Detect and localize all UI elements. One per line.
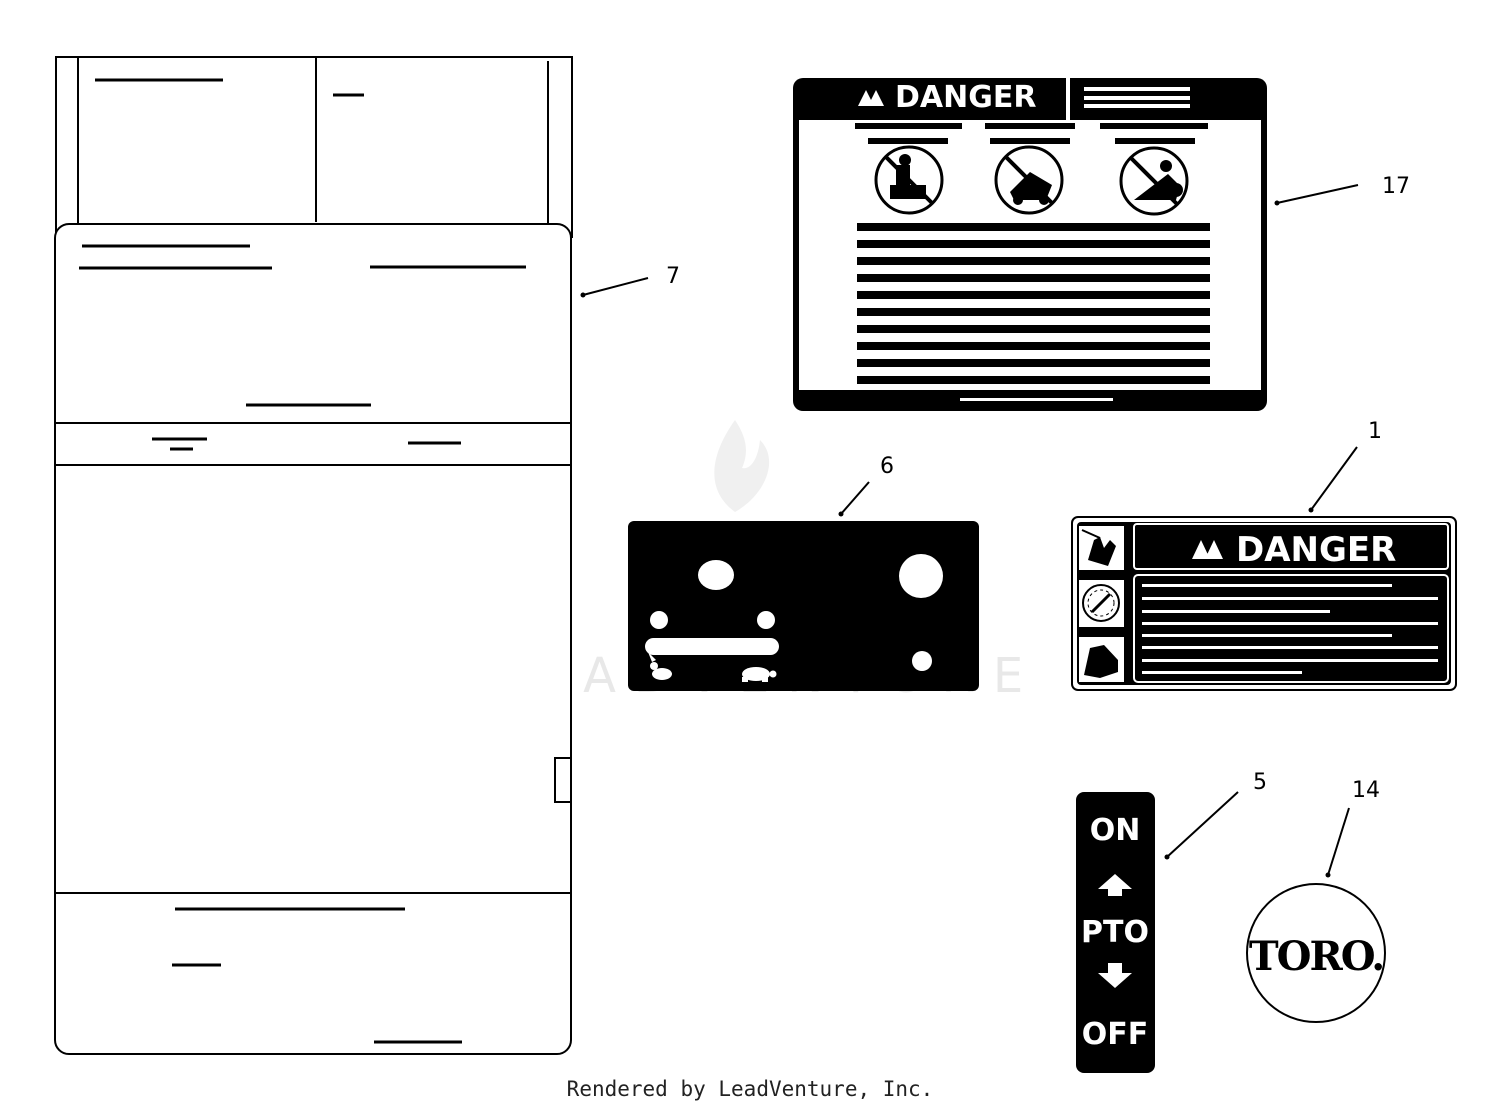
turtle-slow-icon bbox=[742, 667, 777, 682]
no-riding-icon bbox=[874, 145, 944, 215]
callout-6: 6 bbox=[880, 454, 894, 479]
leader-5 bbox=[1164, 791, 1239, 860]
pto-label: PTO bbox=[1081, 915, 1149, 950]
callout-1: 1 bbox=[1368, 419, 1382, 444]
decal-14: TORO. bbox=[1246, 883, 1386, 1023]
decal-5: ON PTO OFF bbox=[1076, 792, 1155, 1073]
callout-5: 5 bbox=[1253, 770, 1267, 795]
arrow-up-icon bbox=[1098, 874, 1132, 896]
decal-1-title: DANGER bbox=[1236, 530, 1396, 570]
leader-1 bbox=[1308, 446, 1358, 513]
decal-17-title: DANGER bbox=[895, 80, 1036, 115]
decal-1: DANGER bbox=[1071, 516, 1457, 691]
hand-blade-icon bbox=[1081, 529, 1116, 566]
decal-17-text-lines bbox=[857, 223, 1210, 384]
decal-17: DANGER bbox=[793, 78, 1267, 411]
arrow-down-icon bbox=[1098, 963, 1132, 988]
toro-logo: TORO. bbox=[1249, 933, 1383, 980]
decal-6 bbox=[628, 521, 979, 691]
foot-blade-icon bbox=[1084, 645, 1118, 678]
footer-credit: Rendered by LeadVenture, Inc. bbox=[566, 1077, 934, 1101]
danger-triangle-icon bbox=[858, 90, 884, 106]
no-mower-slope-icon bbox=[994, 145, 1064, 215]
leader-17 bbox=[1274, 184, 1359, 206]
leader-14 bbox=[1325, 807, 1350, 878]
pto-off-label: OFF bbox=[1082, 1017, 1149, 1052]
rabbit-fast-icon bbox=[648, 652, 672, 680]
decal-1-text-lines bbox=[1142, 584, 1438, 674]
rotating-blade-icon bbox=[1082, 584, 1120, 622]
leader-7 bbox=[580, 277, 649, 298]
danger-triangle-icon bbox=[1192, 540, 1223, 559]
no-tractor-slope-icon bbox=[1119, 146, 1189, 216]
callout-17: 17 bbox=[1382, 174, 1410, 199]
callout-7: 7 bbox=[666, 264, 680, 289]
callout-14: 14 bbox=[1352, 778, 1380, 803]
leader-6 bbox=[838, 481, 870, 517]
decal-7 bbox=[54, 56, 573, 1055]
pto-on-label: ON bbox=[1090, 813, 1141, 848]
watermark-flame-icon bbox=[714, 420, 770, 512]
